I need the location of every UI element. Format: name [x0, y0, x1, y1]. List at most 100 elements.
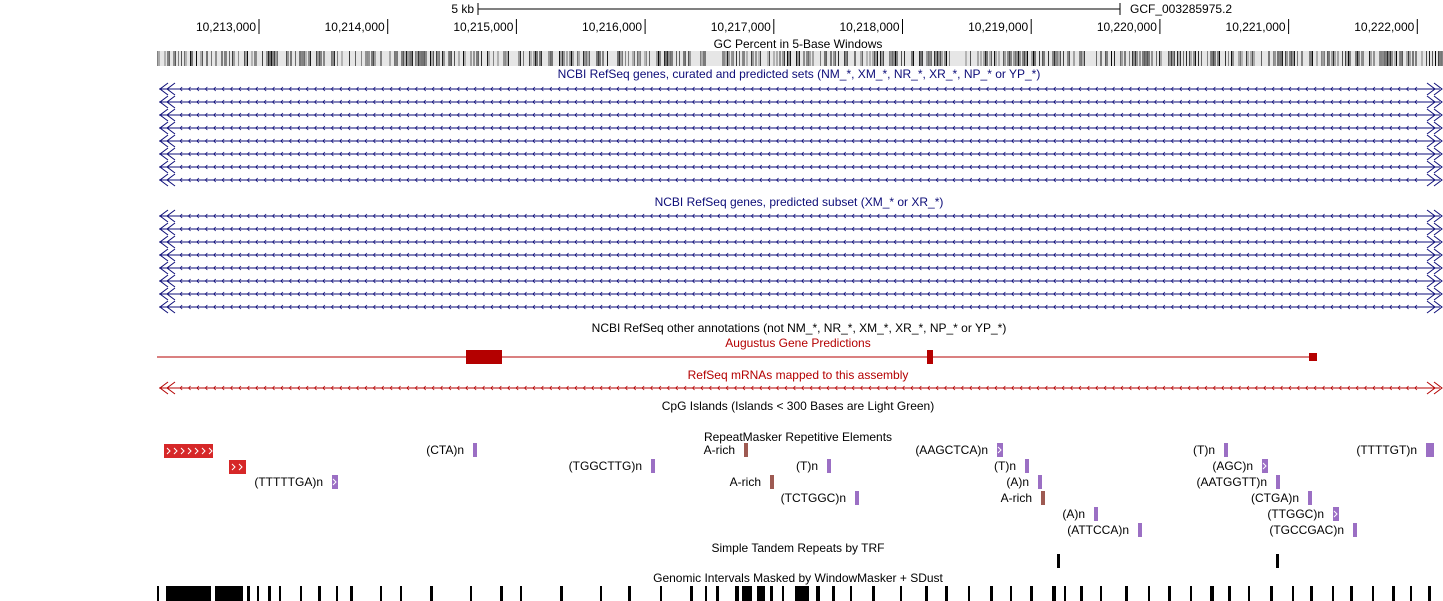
masked-interval[interactable]	[705, 586, 707, 601]
masked-interval[interactable]	[716, 586, 719, 601]
masked-interval[interactable]	[968, 586, 970, 601]
masked-interval[interactable]	[770, 586, 773, 601]
masked-interval[interactable]	[157, 586, 159, 601]
track-title-refseq-other[interactable]: NCBI RefSeq other annotations (not NM_*,…	[592, 321, 1007, 335]
masked-interval[interactable]	[279, 586, 281, 601]
masked-interval[interactable]	[1010, 586, 1012, 601]
trf-repeat[interactable]	[1057, 554, 1060, 568]
repeat-element[interactable]: (TTGGC)n	[1267, 507, 1339, 521]
masked-interval[interactable]	[795, 586, 809, 601]
trf-repeat[interactable]	[1276, 554, 1279, 568]
track-title-augustus[interactable]: Augustus Gene Predictions	[725, 336, 870, 350]
masked-interval[interactable]	[380, 586, 382, 601]
repeat-element-mark[interactable]	[1353, 523, 1357, 537]
masked-interval[interactable]	[628, 586, 631, 601]
masked-interval[interactable]	[560, 586, 563, 601]
repeat-element-mark[interactable]	[827, 459, 831, 473]
refseq-predicted-transcript[interactable]	[159, 287, 1443, 301]
masked-interval[interactable]	[1392, 586, 1395, 601]
augustus-exon[interactable]	[927, 350, 933, 364]
repeat-element-mark[interactable]	[651, 459, 655, 473]
repeat-element[interactable]: (TTTTGT)n	[1356, 443, 1434, 457]
repeat-element-block[interactable]	[229, 460, 246, 474]
repeat-element-mark[interactable]	[1025, 459, 1029, 473]
masked-interval[interactable]	[1052, 586, 1056, 601]
masked-interval[interactable]	[832, 586, 835, 601]
repeat-element[interactable]: (T)n	[994, 459, 1029, 473]
masked-interval[interactable]	[816, 586, 820, 601]
track-title-gc-percent[interactable]: GC Percent in 5-Base Windows	[714, 37, 883, 51]
masked-interval[interactable]	[1372, 586, 1374, 601]
repeat-element-mark[interactable]	[744, 443, 748, 457]
refseq-curated-track[interactable]	[159, 82, 1443, 187]
repeat-element[interactable]: (TGCCGAC)n	[1269, 523, 1357, 537]
refseq-predicted-transcript[interactable]	[159, 300, 1443, 314]
masked-interval[interactable]	[945, 586, 948, 601]
refseq-predicted-transcript[interactable]	[159, 209, 1443, 223]
refseq-mrna-track[interactable]	[159, 381, 1443, 395]
masked-interval[interactable]	[1350, 586, 1353, 601]
repeat-element-mark[interactable]	[332, 475, 338, 489]
masked-interval[interactable]	[850, 586, 852, 601]
track-title-refseq-mrna[interactable]: RefSeq mRNAs mapped to this assembly	[688, 368, 909, 382]
gc-percent-track[interactable]	[157, 51, 1443, 66]
repeat-element-mark[interactable]	[473, 443, 477, 457]
refseq-curated-transcript[interactable]	[159, 82, 1443, 96]
masked-interval[interactable]	[500, 586, 503, 601]
refseq-curated-transcript[interactable]	[159, 108, 1443, 122]
repeat-element-mark[interactable]	[770, 475, 774, 489]
masked-interval[interactable]	[247, 586, 250, 601]
refseq-predicted-transcript[interactable]	[159, 248, 1443, 262]
masked-interval[interactable]	[735, 586, 739, 601]
masked-interval[interactable]	[350, 586, 353, 601]
masked-interval[interactable]	[1100, 586, 1102, 601]
masked-interval[interactable]	[1292, 586, 1294, 601]
repeat-element[interactable]: (TGGCTTG)n	[569, 459, 655, 473]
repeat-element[interactable]: A-rich	[704, 443, 748, 457]
masked-interval[interactable]	[268, 586, 271, 601]
masked-interval[interactable]	[1248, 586, 1250, 601]
refseq-curated-transcript[interactable]	[159, 121, 1443, 135]
repeat-element-mark[interactable]	[855, 491, 859, 505]
augustus-exon[interactable]	[466, 350, 502, 364]
track-title-cpg-islands[interactable]: CpG Islands (Islands < 300 Bases are Lig…	[662, 399, 934, 413]
track-title-repeatmasker[interactable]: RepeatMasker Repetitive Elements	[704, 430, 892, 444]
refseq-curated-transcript[interactable]	[159, 173, 1443, 187]
masked-interval[interactable]	[1064, 586, 1066, 601]
repeat-element-mark[interactable]	[1094, 507, 1098, 521]
augustus-exon[interactable]	[1309, 353, 1317, 361]
masked-interval[interactable]	[1310, 586, 1313, 601]
repeat-element-mark[interactable]	[1038, 475, 1042, 489]
masked-interval[interactable]	[742, 586, 752, 601]
masked-interval[interactable]	[990, 586, 993, 601]
repeat-element-mark[interactable]	[997, 443, 1003, 457]
repeat-element[interactable]: (ATTCCA)n	[1067, 523, 1142, 537]
masked-interval[interactable]	[872, 586, 875, 601]
masked-interval[interactable]	[1148, 586, 1150, 601]
repeat-element[interactable]: (CTA)n	[426, 443, 477, 457]
masked-interval[interactable]	[166, 586, 211, 601]
refseq-predicted-transcript[interactable]	[159, 222, 1443, 236]
repeat-element-mark[interactable]	[1041, 491, 1045, 505]
refseq-predicted-track[interactable]	[159, 209, 1443, 314]
masked-interval[interactable]	[1228, 586, 1231, 601]
masked-interval[interactable]	[1030, 586, 1033, 601]
masked-interval[interactable]	[215, 586, 243, 601]
repeat-element[interactable]: (AAGCTCA)n	[915, 443, 1003, 457]
refseq-curated-transcript[interactable]	[159, 147, 1443, 161]
repeat-element[interactable]: (AATGGTT)n	[1197, 475, 1280, 489]
repeat-element-mark[interactable]	[1262, 459, 1268, 473]
track-title-refseq-curated[interactable]: NCBI RefSeq genes, curated and predicted…	[558, 67, 1041, 81]
repeat-element[interactable]: A-rich	[730, 475, 774, 489]
trf-track[interactable]	[1057, 554, 1279, 568]
masked-interval[interactable]	[400, 586, 402, 601]
refseq-predicted-transcript[interactable]	[159, 261, 1443, 275]
masked-interval[interactable]	[1210, 586, 1214, 601]
masked-interval[interactable]	[1332, 586, 1334, 601]
repeat-element[interactable]: (A)n	[1062, 507, 1098, 521]
repeat-element-block[interactable]	[164, 444, 213, 458]
masked-interval[interactable]	[336, 586, 338, 601]
track-title-windowmasker[interactable]: Genomic Intervals Masked by WindowMasker…	[653, 571, 943, 585]
